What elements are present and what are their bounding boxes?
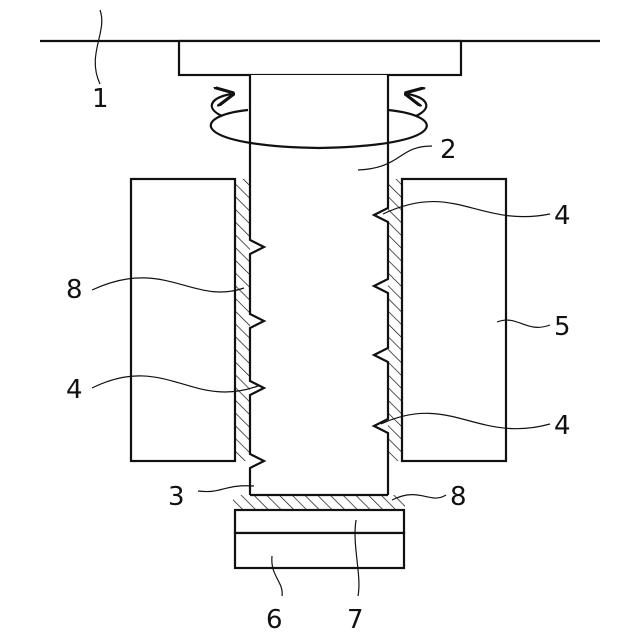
label-4-left: 4 xyxy=(66,375,83,405)
label-5: 5 xyxy=(554,312,571,342)
upper-plate xyxy=(235,510,404,533)
label-8-left: 8 xyxy=(66,275,83,305)
left-block xyxy=(131,179,235,461)
label-3: 3 xyxy=(168,482,185,512)
label-7: 7 xyxy=(347,605,364,635)
label-6: 6 xyxy=(266,605,283,635)
left-coating xyxy=(236,179,250,461)
rotation-arrow-right-tip xyxy=(408,94,426,116)
leader-1 xyxy=(95,10,102,84)
leader-3 xyxy=(198,486,254,492)
label-8-bottom: 8 xyxy=(450,482,467,512)
right-block xyxy=(402,179,506,461)
bottom-coating xyxy=(233,495,405,510)
lower-plate xyxy=(235,533,404,568)
label-1: 1 xyxy=(92,84,109,114)
label-4-upper-right: 4 xyxy=(554,201,571,231)
holder-plate xyxy=(179,41,461,75)
label-4-lower-right: 4 xyxy=(554,411,571,441)
shaft-body xyxy=(250,75,388,495)
label-2: 2 xyxy=(440,135,457,165)
